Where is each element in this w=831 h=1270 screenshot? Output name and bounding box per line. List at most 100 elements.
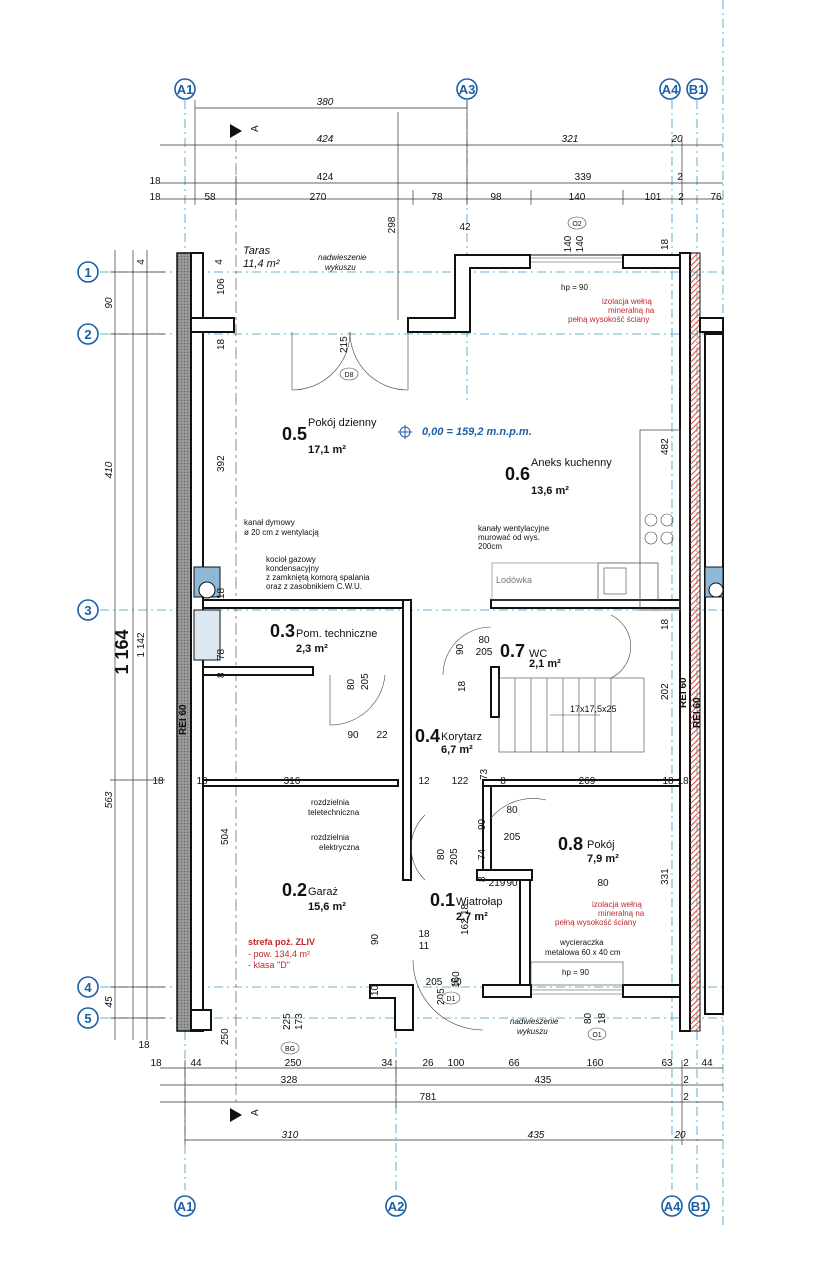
svg-text:A3: A3	[459, 82, 476, 97]
svg-text:45: 45	[104, 996, 115, 1008]
left-dimension-texts: 90 410 563 45 18 1 164 1 142 4 4	[104, 259, 225, 1051]
svg-text:90: 90	[477, 818, 488, 830]
svg-text:18: 18	[457, 680, 468, 692]
svg-text:BG: BG	[285, 1046, 295, 1053]
svg-text:563: 563	[104, 791, 115, 808]
room-labels: 0.5 Pokój dzienny 17,1 m² 0.6 Aneks kuch…	[270, 417, 619, 923]
svg-text:Aneks kuchenny: Aneks kuchenny	[531, 457, 612, 469]
axis-bubble-bottom-a1: A1	[174, 1195, 196, 1217]
svg-text:58: 58	[204, 192, 216, 203]
svg-text:A: A	[250, 1109, 261, 1116]
svg-text:kocioł gazowy: kocioł gazowy	[266, 555, 316, 564]
svg-text:80: 80	[436, 848, 447, 860]
svg-text:kanały wentylacyjne: kanały wentylacyjne	[478, 524, 550, 533]
svg-text:140: 140	[569, 192, 586, 203]
svg-text:435: 435	[528, 1130, 545, 1141]
svg-text:Taras: Taras	[243, 245, 271, 257]
bottom-dimension-texts: 18 44 250 34 26 100 66 160 63 2 44 328 4…	[150, 1058, 713, 1141]
svg-text:18: 18	[149, 176, 161, 187]
room-label-corridor: 0.4 Korytarz 6,7 m²	[415, 726, 482, 756]
svg-text:270: 270	[310, 192, 327, 203]
opening-tag-d8: D8	[339, 367, 359, 381]
svg-text:44: 44	[190, 1058, 202, 1069]
svg-text:321: 321	[562, 134, 579, 145]
chimney-icon-right	[704, 566, 724, 598]
svg-text:izolacja wełną: izolacja wełną	[602, 297, 652, 306]
axis-bubble-left-2: 2	[77, 323, 99, 345]
svg-text:1 142: 1 142	[136, 632, 147, 657]
svg-text:B1: B1	[691, 1199, 708, 1214]
svg-text:B1: B1	[689, 82, 706, 97]
svg-text:80: 80	[478, 635, 490, 646]
axis-bubble-bottom-a4: A4	[661, 1195, 683, 1217]
section-marks: A A	[230, 124, 261, 1122]
svg-text:331: 331	[660, 868, 671, 885]
svg-text:strefa poż. ZLIV: strefa poż. ZLIV	[248, 937, 315, 947]
svg-text:63: 63	[661, 1058, 673, 1069]
svg-text:140: 140	[563, 235, 574, 252]
svg-text:mineralną na: mineralną na	[598, 909, 645, 918]
svg-text:D1: D1	[447, 996, 456, 1003]
svg-text:nadwieszenie: nadwieszenie	[510, 1017, 559, 1026]
svg-text:78: 78	[216, 648, 227, 660]
svg-text:18: 18	[677, 776, 689, 787]
openings	[291, 257, 624, 1031]
axis-bubble-top-b1: B1	[686, 78, 708, 100]
svg-text:0.1: 0.1	[430, 890, 455, 910]
svg-text:mineralną na: mineralną na	[608, 306, 655, 315]
svg-text:REI 60: REI 60	[692, 697, 703, 728]
walls	[176, 252, 724, 1032]
svg-text:A4: A4	[664, 1199, 681, 1214]
room-label-living: 0.5 Pokój dzienny 17,1 m²	[282, 417, 377, 456]
svg-text:0,00 = 159,2 m.n.p.m.: 0,00 = 159,2 m.n.p.m.	[422, 426, 532, 438]
svg-text:6,7 m²: 6,7 m²	[441, 744, 473, 756]
svg-text:Pokój dzienny: Pokój dzienny	[308, 417, 377, 429]
svg-text:22: 22	[376, 730, 388, 741]
svg-text:202: 202	[660, 683, 671, 700]
svg-text:250: 250	[285, 1058, 302, 1069]
svg-text:42: 42	[459, 222, 471, 233]
svg-text:17,1 m²: 17,1 m²	[308, 444, 346, 456]
stairs	[498, 614, 645, 753]
svg-text:90: 90	[347, 730, 359, 741]
svg-text:250: 250	[220, 1028, 231, 1045]
axis-bubbles: A1 A3 A4 B1 A1 A2 A4 B1 1 2 3 4 5	[77, 78, 710, 1217]
svg-text:8: 8	[216, 672, 227, 678]
svg-text:Wiatrołap: Wiatrołap	[456, 896, 502, 908]
svg-text:504: 504	[220, 828, 231, 845]
svg-text:REI 60: REI 60	[178, 704, 189, 735]
room-label-room: 0.8 Pokój 7,9 m²	[558, 834, 619, 865]
svg-text:A2: A2	[388, 1199, 405, 1214]
svg-text:18: 18	[150, 1058, 162, 1069]
svg-text:18: 18	[216, 587, 227, 599]
svg-text:435: 435	[535, 1075, 552, 1086]
svg-text:rozdzielnia: rozdzielnia	[311, 798, 350, 807]
svg-text:7,9 m²: 7,9 m²	[587, 853, 619, 865]
axis-bubble-bottom-a2: A2	[385, 1195, 407, 1217]
svg-text:kondensacyjny: kondensacyjny	[266, 564, 319, 573]
svg-text:225: 225	[282, 1013, 293, 1030]
svg-text:80: 80	[597, 878, 609, 889]
svg-text:18: 18	[196, 776, 208, 787]
svg-text:90: 90	[370, 933, 381, 945]
svg-text:2,7 m²: 2,7 m²	[456, 911, 488, 923]
svg-text:269: 269	[579, 776, 596, 787]
svg-text:teletechniczna: teletechniczna	[308, 808, 360, 817]
svg-text:90: 90	[506, 878, 518, 889]
svg-text:160: 160	[587, 1058, 604, 1069]
svg-text:wykuszu: wykuszu	[517, 1027, 548, 1036]
svg-text:2,1 m²: 2,1 m²	[529, 658, 561, 670]
svg-text:D8: D8	[345, 372, 354, 379]
svg-text:13,6 m²: 13,6 m²	[531, 485, 569, 497]
svg-text:8: 8	[500, 776, 506, 787]
svg-text:2: 2	[84, 327, 91, 342]
svg-text:392: 392	[216, 455, 227, 472]
svg-text:A4: A4	[662, 82, 679, 97]
svg-text:205: 205	[360, 673, 371, 690]
svg-text:pełną wysokość ściany: pełną wysokość ściany	[555, 918, 636, 927]
svg-text:4: 4	[84, 980, 92, 995]
stove-icon	[644, 513, 674, 545]
axis-bubble-left-1: 1	[77, 261, 99, 283]
svg-text:3: 3	[84, 603, 91, 618]
svg-text:73: 73	[479, 768, 490, 780]
